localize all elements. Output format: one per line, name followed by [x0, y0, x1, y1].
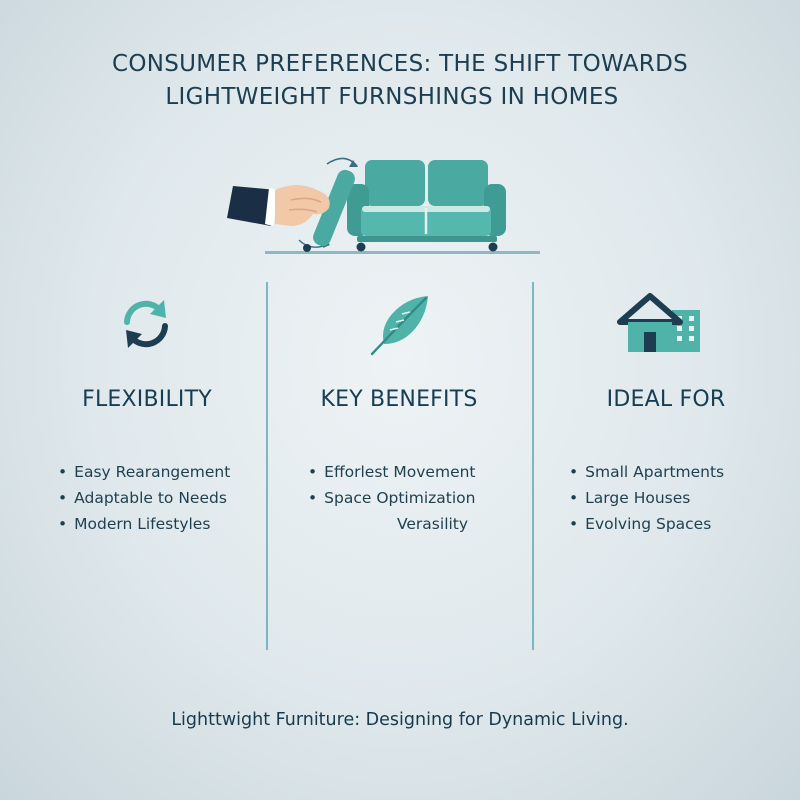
floor-line [265, 251, 540, 254]
list-item: Modern Lifestyles [58, 511, 230, 537]
list-item: Large Houses [569, 485, 724, 511]
column-divider-left [266, 282, 268, 650]
feather-icon [370, 296, 428, 356]
list-item: Efforlest Movement [308, 459, 475, 485]
column-divider-right [532, 282, 534, 650]
list-item: Adaptable to Needs [58, 485, 230, 511]
key-benefits-list: Efforlest Movement Space Optimization Ve… [308, 459, 476, 537]
list-item: Space Optimization [308, 485, 476, 511]
list-item: Easy Rearangement [58, 459, 230, 485]
tagline: Lighttwight Furniture: Designing for Dyn… [171, 710, 629, 730]
flexibility-heading: FLEXIBILITY [82, 387, 212, 412]
flexibility-list: Easy Rearangement Adaptable to Needs Mod… [58, 459, 230, 537]
hand-icon [227, 185, 330, 226]
sofa-icon [347, 160, 506, 252]
title-line-2: LIGHTWEIGHT FURNSHINGS IN HOMES [165, 84, 619, 110]
hand-lifting-sofa-illustration [227, 157, 540, 254]
house-building-icon [617, 293, 700, 352]
refresh-arrows-icon [124, 300, 168, 348]
lifted-sofa-leg [303, 169, 355, 252]
ideal-for-heading: IDEAL FOR [606, 387, 726, 412]
title-line-1: CONSUMER PREFERENCES: THE SHIFT TOWARDS [112, 51, 688, 77]
list-item: Evolving Spaces [569, 511, 724, 537]
key-benefits-heading: KEY BENEFITS [320, 387, 478, 412]
list-item: Small Apartments [569, 459, 724, 485]
page-title: CONSUMER PREFERENCES: THE SHIFT TOWARDS … [0, 48, 800, 114]
list-item: Verasility [397, 515, 469, 533]
ideal-for-list: Small Apartments Large Houses Evolving S… [569, 459, 724, 537]
